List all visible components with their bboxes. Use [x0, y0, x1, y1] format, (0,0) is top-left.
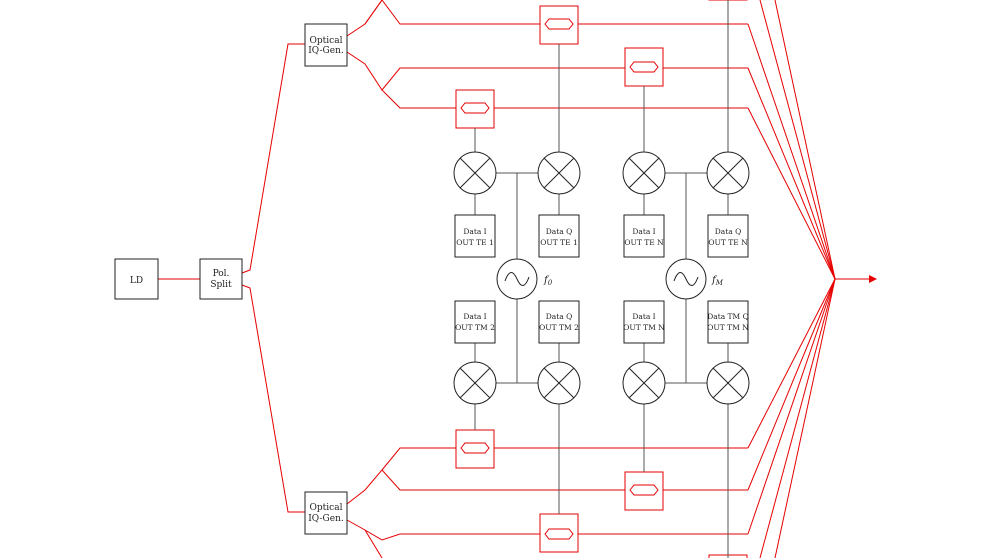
data-block-label: OUT TM 2	[455, 323, 495, 332]
combine-line-5	[774, 0, 836, 280]
mixer-icon	[453, 151, 497, 195]
iq-gen-block-bottom: Optical IQ-Gen.	[304, 491, 348, 535]
optical-branch-bottom-1	[346, 447, 748, 505]
data-block-label: OUT TM N	[623, 323, 665, 332]
data-block-label: Data TM Q	[707, 312, 749, 321]
electrical-paths	[474, 0, 729, 558]
optical-link-split-iq-bottom	[241, 284, 305, 513]
data-block-tm-2-i: Data I OUT TM 2	[454, 300, 496, 344]
data-block-te-n-i: Data I OUT TE N	[623, 214, 665, 258]
optical-branch-bottom-3	[346, 519, 748, 541]
iq-gen-block-top: Optical IQ-Gen.	[304, 23, 348, 67]
combine-line-7	[747, 278, 836, 491]
mixer-icon	[622, 151, 666, 195]
combine-line-10	[774, 278, 836, 558]
mixer-icon	[706, 361, 750, 405]
combine-line-4	[759, 0, 836, 280]
combine-line-6	[747, 278, 836, 449]
combine-line-3	[747, 107, 836, 280]
iq-gen-label-2: IQ-Gen.	[308, 514, 344, 524]
mixer-icon	[706, 151, 750, 195]
optical-branch-top-4	[381, 89, 748, 109]
optical-link-split-iq-top	[241, 43, 305, 274]
mixer-icon	[453, 361, 497, 405]
data-block-te-1-q: Data Q OUT TE 1	[538, 214, 580, 258]
modulator-bottom-2	[624, 471, 664, 511]
data-block-label: OUT TE N	[624, 238, 664, 247]
data-block-label: Data Q	[546, 227, 573, 236]
oscillator-f0: f0	[496, 258, 553, 300]
iq-gen-label-2: IQ-Gen.	[308, 46, 344, 56]
data-block-te-1-i: Data I OUT TE 1	[454, 214, 496, 258]
data-block-tm-n-i: Data I OUT TM N	[623, 300, 665, 344]
optical-branch-bottom-4	[364, 529, 383, 558]
modulators	[455, 0, 748, 558]
data-block-tm-n-q: Data TM Q OUT TM N	[707, 300, 749, 344]
modulator-top-2	[624, 47, 664, 87]
modulator-bottom-3	[539, 513, 579, 553]
iq-gen-label-1: Optical	[310, 36, 343, 46]
splitter-label-2: Split	[210, 280, 232, 290]
data-block-label: OUT TE N	[708, 238, 748, 247]
mixer-icon	[622, 361, 666, 405]
optical-paths	[158, 0, 877, 558]
pol-split-block: Pol. Split	[199, 258, 243, 300]
mixer-icon	[537, 361, 581, 405]
data-block-label: Data I	[463, 227, 486, 236]
modulator-top-3	[455, 89, 495, 129]
data-block-label: Data I	[632, 227, 655, 236]
data-block-label: OUT TM N	[707, 323, 749, 332]
data-block-label: Data I	[463, 312, 486, 321]
oscillator-label: fM	[711, 275, 724, 287]
optical-branch-top-3	[346, 51, 748, 91]
mixers	[453, 151, 750, 405]
splitter-label-1: Pol.	[213, 269, 230, 279]
oscillator-fM: fM	[665, 258, 724, 300]
laser-block: LD	[114, 258, 159, 300]
mixer-icon	[537, 151, 581, 195]
data-block-label: OUT TE 1	[456, 238, 494, 247]
data-block-label: Data Q	[715, 227, 742, 236]
data-block-label: OUT TM 2	[539, 323, 579, 332]
optical-branch-bottom-2	[381, 469, 748, 491]
data-block-label: Data Q	[546, 312, 573, 321]
data-block-label: OUT TE 1	[540, 238, 578, 247]
laser-label: LD	[130, 276, 143, 286]
combine-line-8	[747, 278, 836, 535]
optical-branch-top-1	[346, 0, 383, 37]
combine-line-1	[747, 23, 836, 280]
data-block-te-n-q: Data Q OUT TE N	[707, 214, 749, 258]
oscillator-label: f0	[543, 275, 553, 287]
modulator-bottom-1	[455, 429, 495, 469]
combine-line-2	[747, 67, 836, 280]
iq-gen-label-1: Optical	[310, 503, 343, 513]
data-block-label: Data I	[632, 312, 655, 321]
modulator-top-1	[539, 5, 579, 45]
data-block-tm-2-q: Data Q OUT TM 2	[538, 300, 580, 344]
combine-line-9	[759, 278, 836, 558]
